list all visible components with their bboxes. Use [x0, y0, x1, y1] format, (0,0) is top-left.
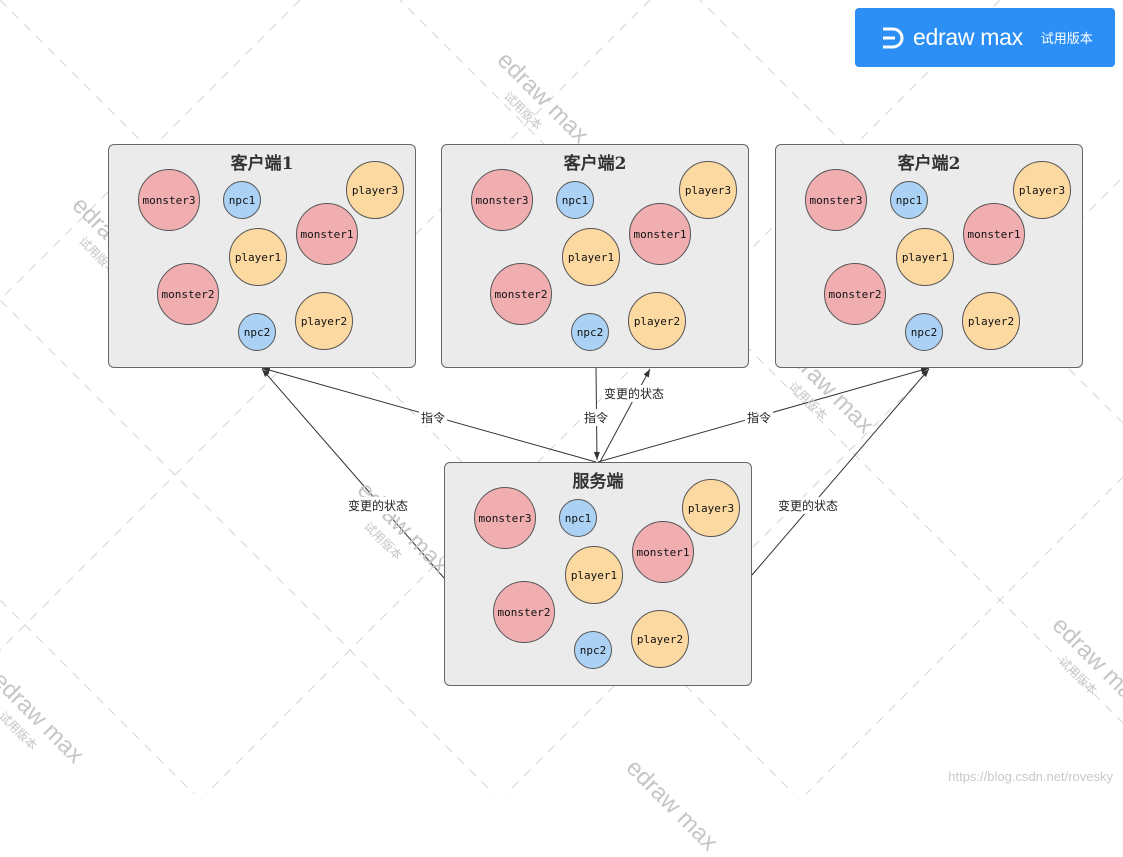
player3-node[interactable]: player3 [679, 161, 737, 219]
command-label-client1: 指令 [419, 409, 448, 426]
monster1-node[interactable]: monster1 [963, 203, 1025, 265]
npc1-node[interactable]: npc1 [223, 181, 261, 219]
state-arrow-client2 [599, 368, 651, 463]
client2-box[interactable]: 客户端2 monster3 npc1 player3 monster1 play… [441, 144, 749, 368]
player3-node[interactable]: player3 [682, 479, 740, 537]
state-label-client3: 变更的状态 [776, 497, 841, 514]
monster1-node[interactable]: monster1 [296, 203, 358, 265]
npc1-node[interactable]: npc1 [556, 181, 594, 219]
command-label-client3: 指令 [745, 409, 774, 426]
edraw-trial-badge[interactable]: edraw max 试用版本 [855, 8, 1115, 67]
monster3-node[interactable]: monster3 [138, 169, 200, 231]
edraw-logo-icon [883, 27, 904, 48]
monster2-node[interactable]: monster2 [157, 263, 219, 325]
client1-box[interactable]: 客户端1 monster3 npc1 player3 monster1 play… [108, 144, 416, 368]
badge-tag: 试用版本 [1040, 31, 1093, 46]
monster3-node[interactable]: monster3 [471, 169, 533, 231]
player3-node[interactable]: player3 [346, 161, 404, 219]
player3-node[interactable]: player3 [1013, 161, 1071, 219]
monster1-node[interactable]: monster1 [629, 203, 691, 265]
state-label-client1: 变更的状态 [346, 497, 411, 514]
player2-node[interactable]: player2 [631, 610, 689, 668]
npc2-node[interactable]: npc2 [574, 631, 612, 669]
player1-node[interactable]: player1 [896, 228, 954, 286]
state-arrow-client1 [261, 368, 445, 579]
monster2-node[interactable]: monster2 [824, 263, 886, 325]
client3-box[interactable]: 客户端2 monster3 npc1 player3 monster1 play… [775, 144, 1083, 368]
monster3-node[interactable]: monster3 [474, 487, 536, 549]
player1-node[interactable]: player1 [562, 228, 620, 286]
npc2-node[interactable]: npc2 [905, 313, 943, 351]
player2-node[interactable]: player2 [628, 292, 686, 350]
player2-node[interactable]: player2 [295, 292, 353, 350]
badge-brand: edraw max [913, 24, 1023, 50]
npc1-node[interactable]: npc1 [559, 499, 597, 537]
client2-title: 客户端2 [563, 154, 627, 174]
source-url: https://blog.csdn.net/rovesky [948, 769, 1113, 784]
command-label-client2: 指令 [582, 409, 611, 426]
npc1-node[interactable]: npc1 [890, 181, 928, 219]
player2-node[interactable]: player2 [962, 292, 1020, 350]
monster2-node[interactable]: monster2 [490, 263, 552, 325]
player1-node[interactable]: player1 [229, 228, 287, 286]
npc2-node[interactable]: npc2 [571, 313, 609, 351]
server-title: 服务端 [572, 472, 624, 492]
client1-title: 客户端1 [230, 154, 294, 174]
server-box[interactable]: 服务端 monster3 npc1 player3 monster1 playe… [444, 462, 752, 686]
monster1-node[interactable]: monster1 [632, 521, 694, 583]
state-label-client2: 变更的状态 [602, 385, 667, 402]
player1-node[interactable]: player1 [565, 546, 623, 604]
client3-title: 客户端2 [897, 154, 961, 174]
state-arrow-client3 [751, 368, 930, 576]
npc2-node[interactable]: npc2 [238, 313, 276, 351]
monster3-node[interactable]: monster3 [805, 169, 867, 231]
monster2-node[interactable]: monster2 [493, 581, 555, 643]
